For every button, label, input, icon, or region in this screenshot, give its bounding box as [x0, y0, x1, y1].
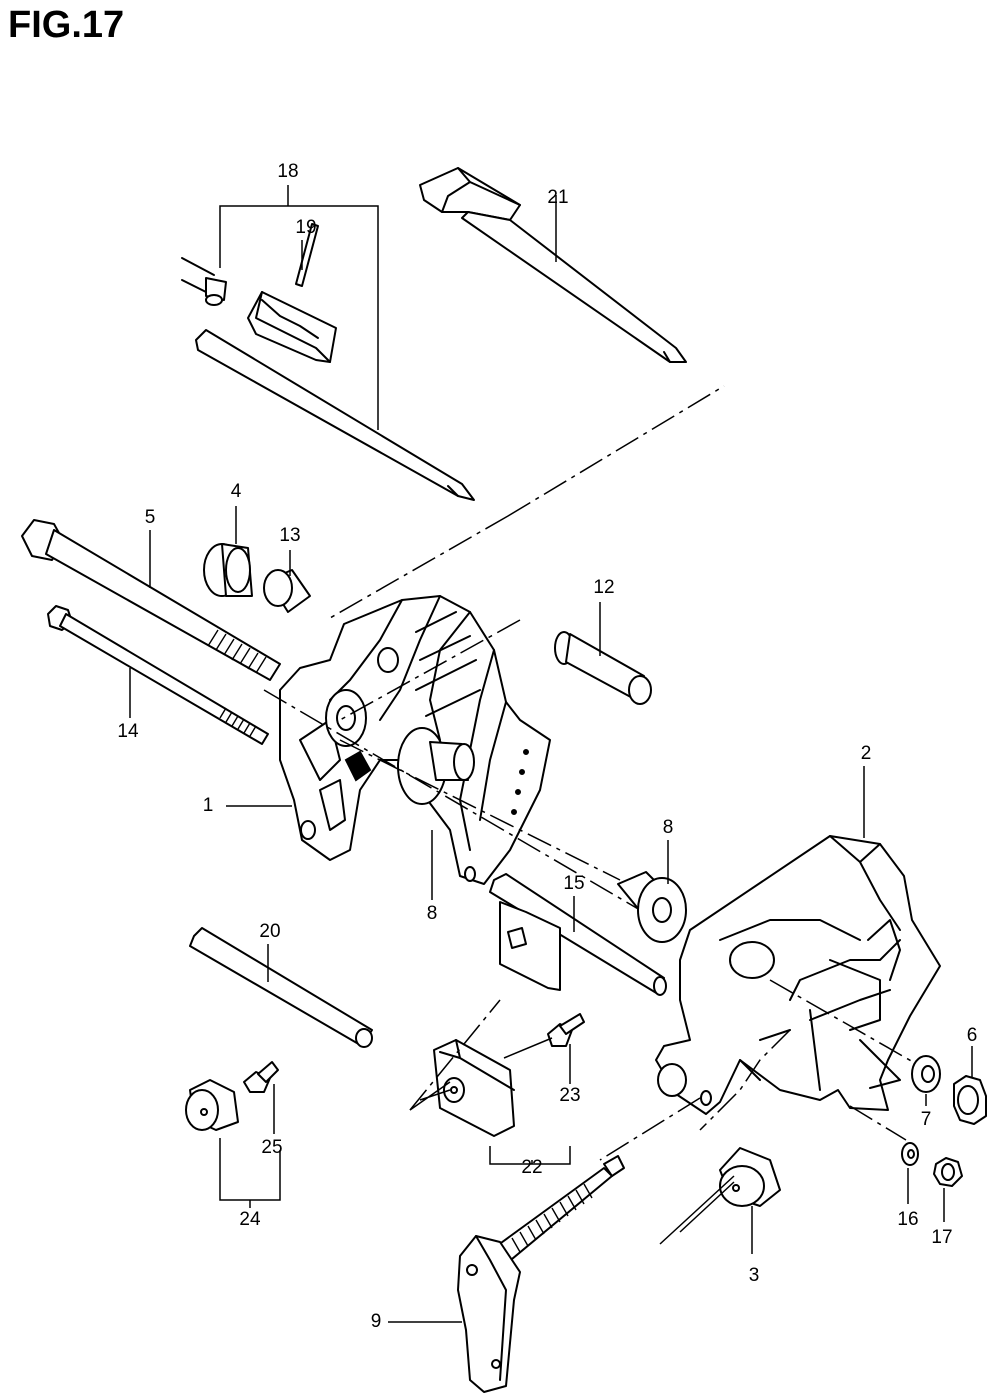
- part-14-bolt[interactable]: [47, 605, 269, 745]
- part-13-spacer[interactable]: [263, 569, 311, 613]
- callout-8-lower: 8: [663, 817, 674, 838]
- callout-22: 22: [521, 1157, 542, 1178]
- part-7-washer[interactable]: [911, 1055, 941, 1093]
- callout-15: 15: [563, 873, 584, 894]
- part-22-block[interactable]: [433, 1039, 515, 1137]
- part-9-clamp-screw[interactable]: [457, 1155, 625, 1393]
- part-18-pin-assembly[interactable]: [181, 257, 475, 501]
- centerline-bolts: [263, 689, 641, 911]
- centerline-clamp-screw: [599, 1097, 701, 1161]
- callout-8-upper: 8: [427, 903, 438, 924]
- callout-14: 14: [117, 721, 139, 742]
- callout-1: 1: [203, 795, 214, 816]
- bracket-22: [489, 1146, 571, 1165]
- part-8-bushing-lower[interactable]: [617, 871, 687, 943]
- pointer-23: [503, 1037, 553, 1059]
- callout-7: 7: [921, 1109, 932, 1130]
- callout-25: 25: [261, 1137, 282, 1158]
- plate-under-15[interactable]: [499, 901, 561, 991]
- callout-5: 5: [145, 507, 156, 528]
- part-15-pin[interactable]: [489, 873, 667, 996]
- part-2-swivel-bracket[interactable]: [655, 835, 941, 1115]
- callout-13: 13: [279, 525, 300, 546]
- part-5-bolt[interactable]: [21, 519, 281, 681]
- callout-3: 3: [749, 1265, 760, 1286]
- part-20-rod[interactable]: [189, 927, 373, 1048]
- bracket-18: [219, 205, 379, 430]
- centerline-nut6: [769, 979, 921, 1067]
- pointer-22: [409, 1081, 451, 1111]
- part-21-pin-with-handle[interactable]: [419, 167, 687, 363]
- part-25-bolt[interactable]: [243, 1061, 279, 1093]
- callout-19: 19: [295, 217, 316, 238]
- figure-title: FIG.17: [8, 4, 125, 46]
- callout-23: 23: [559, 1085, 580, 1106]
- callout-21: 21: [547, 187, 568, 208]
- part-4-bushing[interactable]: [203, 543, 253, 597]
- part-23-bolt[interactable]: [547, 1013, 585, 1047]
- part-6-nut[interactable]: [953, 1075, 987, 1125]
- callout-4: 4: [231, 481, 242, 502]
- centerline-pin12: [339, 619, 521, 721]
- part-24-mount[interactable]: [185, 1079, 239, 1131]
- callout-18: 18: [277, 161, 298, 182]
- callout-6: 6: [967, 1025, 978, 1046]
- callout-12: 12: [593, 577, 614, 598]
- callout-9: 9: [371, 1311, 382, 1332]
- part-12-pin[interactable]: [554, 631, 652, 705]
- callout-20: 20: [259, 921, 280, 942]
- part-3-pad[interactable]: [719, 1147, 781, 1207]
- callout-17: 17: [931, 1227, 952, 1248]
- centerline-pins: [329, 385, 725, 619]
- pointer-3: [659, 1175, 735, 1245]
- callout-2: 2: [861, 743, 872, 764]
- centerline-nut17: [849, 1105, 907, 1141]
- callout-16: 16: [897, 1209, 918, 1230]
- part-16-washer[interactable]: [901, 1142, 919, 1166]
- part-17-nut[interactable]: [933, 1157, 963, 1187]
- centerline-plate: [699, 1029, 791, 1131]
- callout-24: 24: [239, 1209, 261, 1230]
- centerline-block: [409, 999, 501, 1111]
- part-8-bushing-upper[interactable]: [397, 727, 475, 805]
- part-19-spring-pin[interactable]: [295, 223, 319, 287]
